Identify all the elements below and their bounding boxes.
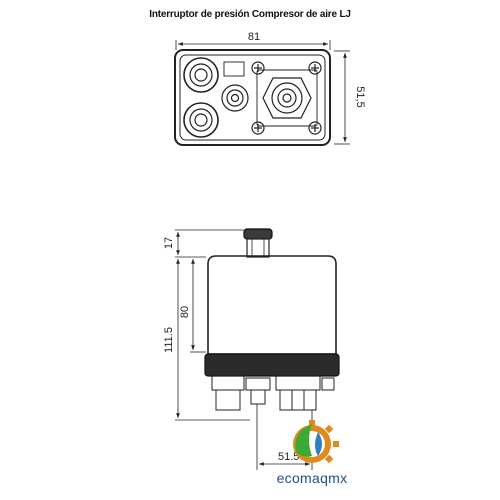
top-housing-outer xyxy=(174,49,331,146)
side-cap-label: 17 xyxy=(163,237,175,249)
side-total-label: 111.5 xyxy=(163,327,175,353)
screw-top-right xyxy=(308,61,322,75)
diagram-title: Interruptor de presión Compresor de aire… xyxy=(149,9,351,20)
side-bottom-label: 51.5 xyxy=(278,451,299,463)
valve-port-small xyxy=(221,84,249,112)
cable-gland-lower xyxy=(183,102,219,138)
brand-name: ecomaqmx xyxy=(276,470,348,486)
base-plate xyxy=(204,353,340,377)
screw-top-left xyxy=(251,61,265,75)
cable-gland-upper xyxy=(183,57,219,93)
top-housing-inner xyxy=(179,54,326,141)
side-view xyxy=(175,228,340,470)
lower-fittings xyxy=(211,375,335,411)
cover-body xyxy=(207,255,337,355)
reset-button xyxy=(243,228,273,240)
top-height-label: 51,5 xyxy=(354,86,366,107)
hex-pressure-port xyxy=(256,69,318,127)
top-view xyxy=(174,40,350,146)
top-width-label: 81 xyxy=(248,31,260,43)
screw-bottom-left xyxy=(251,121,265,135)
terminal-block xyxy=(223,61,245,77)
screw-bottom-right xyxy=(308,121,322,135)
ecomaqmx-logo-icon xyxy=(293,420,339,464)
side-body-label: 80 xyxy=(179,306,191,318)
